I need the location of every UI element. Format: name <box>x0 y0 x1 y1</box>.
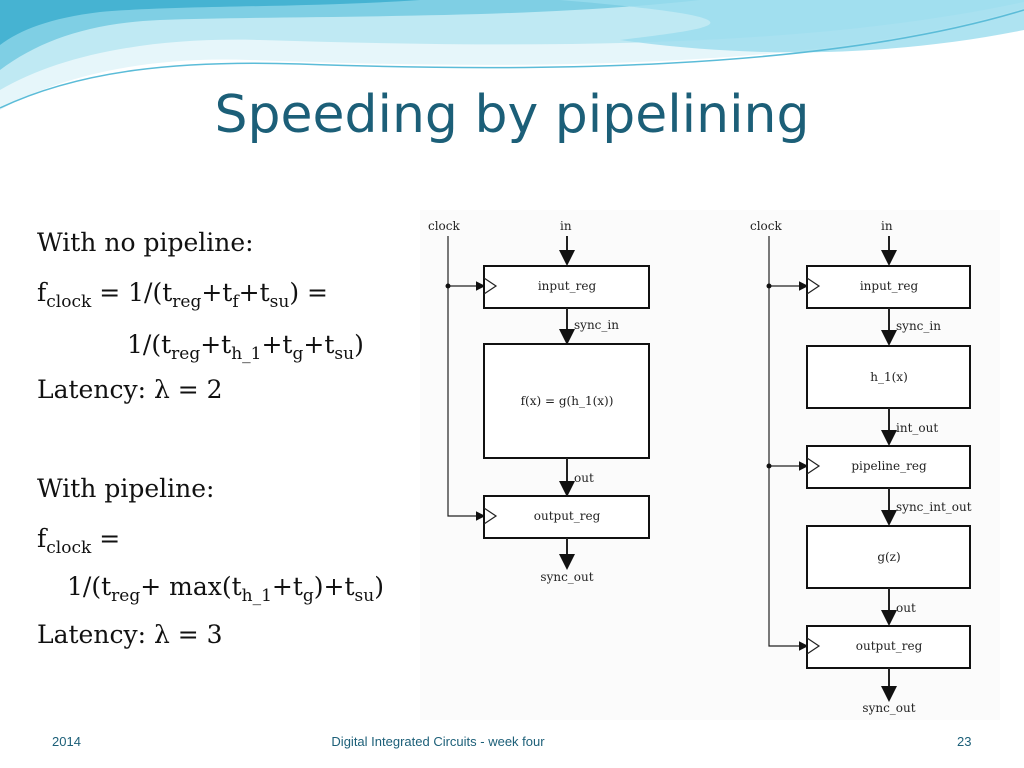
output-reg-block <box>806 625 971 669</box>
footer-year: 2014 <box>52 734 81 749</box>
fclock-no-pipeline-expansion: 1/(treg+th_1+tg+tsu) <box>127 330 364 364</box>
fclock-pipeline-expansion: 1/(treg+ max(th_1+tg)+tsu) <box>67 572 384 606</box>
input-reg-label: input_reg <box>860 279 919 293</box>
label-in: in <box>881 219 893 233</box>
label-in: in <box>560 219 572 233</box>
pipeline-reg-label: pipeline_reg <box>851 459 927 473</box>
combinational-logic-block <box>483 343 650 459</box>
output-reg-label: output_reg <box>534 509 601 523</box>
label-clock: clock <box>750 219 783 233</box>
sync-in-label: sync_in <box>574 318 619 332</box>
out-label: out <box>574 471 594 485</box>
output-reg-label: output_reg <box>856 639 923 653</box>
pipeline-block-diagram: clock in input_reg sync_in f(x) = g(h_1(… <box>420 210 1000 720</box>
h1-function-label: h_1(x) <box>870 370 908 384</box>
latency-pipeline: Latency: λ = 3 <box>37 620 223 649</box>
sync-int-out-label: sync_int_out <box>896 500 972 514</box>
g-logic-block <box>806 525 971 589</box>
g-function-label: g(z) <box>877 550 900 564</box>
diagram-with-pipeline: clock in input_reg sync_in h_1(x) int_ou… <box>750 219 972 715</box>
pipeline-reg-block <box>806 445 971 489</box>
output-reg-block <box>483 495 650 539</box>
slide-title: Speeding by pipelining <box>214 85 810 145</box>
input-reg-label: input_reg <box>538 279 597 293</box>
out-label: out <box>896 601 916 615</box>
combinational-function-label: f(x) = g(h_1(x)) <box>521 394 614 408</box>
pipeline-heading: With pipeline: <box>37 474 215 503</box>
no-pipeline-heading: With no pipeline: <box>37 228 254 257</box>
sync-out-label: sync_out <box>540 570 593 584</box>
footer-page-number: 23 <box>957 734 972 749</box>
footer-course-title: Digital Integrated Circuits - week four <box>331 734 545 749</box>
input-reg-block <box>483 265 650 309</box>
fclock-pipeline-formula: fclock = <box>37 524 121 558</box>
int-out-label: int_out <box>896 421 938 435</box>
sync-out-label: sync_out <box>862 701 915 715</box>
h1-logic-block <box>806 345 971 409</box>
label-clock: clock <box>428 219 461 233</box>
header-wave-decoration <box>0 0 1024 110</box>
fclock-no-pipeline-formula: fclock = 1/(treg+tf+tsu) = <box>37 278 328 312</box>
sync-in-label: sync_in <box>896 319 941 333</box>
latency-no-pipeline: Latency: λ = 2 <box>37 375 223 404</box>
input-reg-block <box>806 265 971 309</box>
diagram-no-pipeline: clock in input_reg sync_in f(x) = g(h_1(… <box>428 219 650 584</box>
